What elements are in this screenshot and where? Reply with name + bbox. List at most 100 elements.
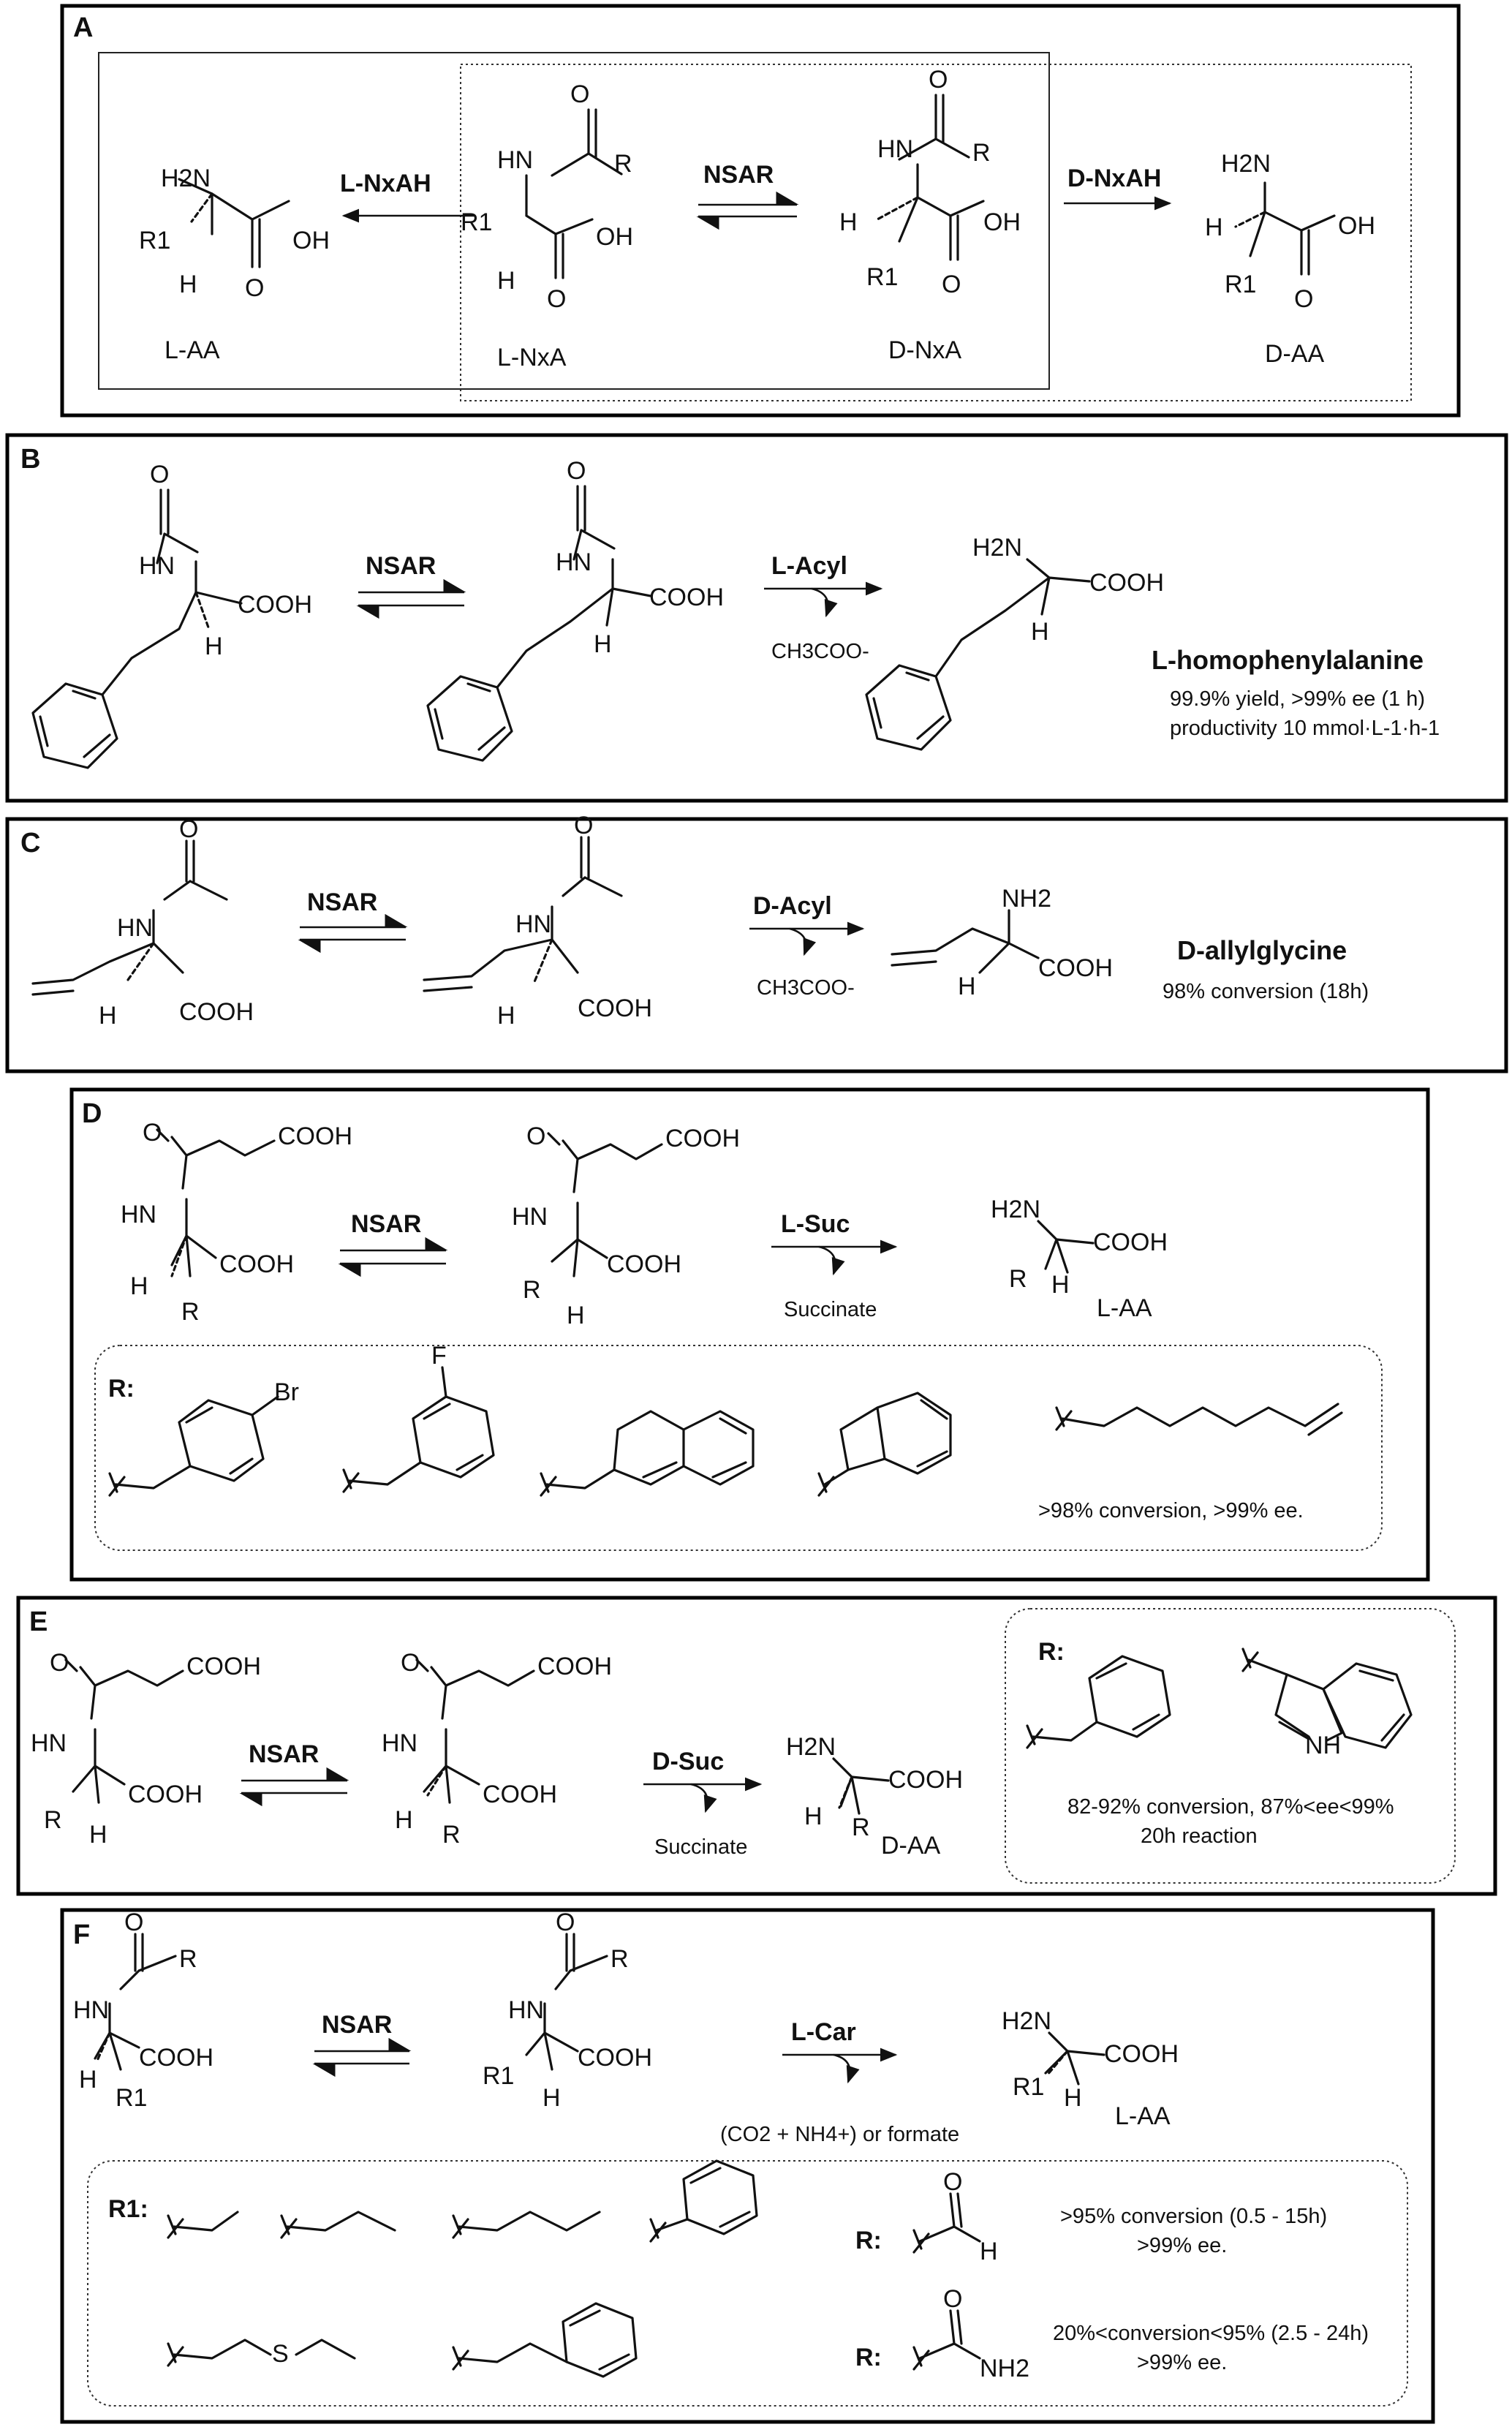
e-p-r: R	[852, 1813, 870, 1841]
l-nxa-r1: R1	[461, 208, 492, 236]
c-s1-h: H	[99, 1002, 117, 1030]
d-p-r: R	[1009, 1265, 1027, 1293]
enzyme-nsar-f: NSAR	[322, 2011, 392, 2039]
l-nxa-label: L-NxA	[497, 344, 567, 371]
f-r1-label: R1:	[108, 2195, 148, 2223]
d-s2-cooh: COOH	[607, 1250, 681, 1278]
e-indole-nh: NH	[1305, 1732, 1341, 1759]
l-aa-amine: H2N	[161, 165, 211, 192]
f-s2-hn: HN	[508, 1996, 544, 2024]
r1-propyl	[280, 2211, 396, 2239]
enzyme-l-car: L-Car	[791, 2018, 856, 2046]
r1-phenethyl	[452, 2302, 638, 2378]
f-s2-r1: R1	[483, 2062, 514, 2090]
panel-e-letter: E	[29, 1607, 48, 1637]
panel-a-frame	[60, 4, 1461, 418]
r-benzyl	[1026, 1655, 1171, 1749]
f-carbamoyl-nh2: NH2	[980, 2355, 1029, 2382]
c-s1-o: O	[179, 815, 198, 843]
panel-f: F O R HN COOH H R1 NSAR O R HN COOH R1 H…	[60, 1908, 1435, 2424]
l-nxa-o-top: O	[570, 80, 589, 108]
f-carbamoyl-o: O	[943, 2285, 962, 2313]
f-sulfur: S	[272, 2340, 289, 2368]
r1-ethyl	[167, 2211, 239, 2239]
e-p-cooh: COOH	[888, 1766, 963, 1794]
n-acetyl-d-homophenylalanine: HN O COOH H	[31, 461, 312, 769]
d-r-group-box	[94, 1345, 1383, 1551]
f-s2-o: O	[556, 1909, 575, 1936]
e-result-2: 20h reaction	[1141, 1824, 1258, 1848]
d-nxa-r: R	[972, 139, 991, 167]
panel-b-frame	[5, 433, 1508, 803]
d-nxa-hn: HN	[877, 135, 913, 163]
e-r-group-box	[1005, 1608, 1456, 1884]
l-aa-oh: OH	[292, 227, 330, 254]
r-2-naphthylmethyl	[540, 1410, 755, 1497]
f-result-1a: >95% conversion (0.5 - 15h)	[1060, 2205, 1327, 2228]
c-s2-cooh: COOH	[578, 994, 652, 1022]
d-allylglycine-structure: NH2 H COOH	[891, 885, 1113, 1000]
d-byproduct: Succinate	[784, 1298, 877, 1321]
enzyme-l-suc: L-Suc	[781, 1210, 850, 1238]
panel-c-frame	[5, 817, 1508, 1073]
panel-a-box-right	[460, 64, 1412, 401]
enzyme-d-acyl: D-Acyl	[753, 892, 832, 920]
d-p-h: H	[1051, 1271, 1070, 1299]
d-aa-r1: R1	[1225, 271, 1256, 298]
e-s1-r: R	[44, 1806, 62, 1834]
f-s1-h: H	[79, 2066, 97, 2094]
f-r-label-carbamoyl: R:	[855, 2344, 882, 2371]
enzyme-l-acyl: L-Acyl	[771, 552, 847, 580]
n-succinyl-l-aa-e: O COOH HN COOH H R	[382, 1649, 612, 1849]
d-aa-label: D-AA	[1265, 340, 1325, 368]
d-s1-r: R	[181, 1298, 200, 1326]
c-s1-cooh: COOH	[179, 998, 254, 1026]
d-nxa-label: D-NxA	[888, 336, 961, 364]
d-nxa-o: O	[942, 271, 961, 298]
enzyme-d-suc: D-Suc	[652, 1748, 724, 1775]
e-s1-hn: HN	[31, 1729, 67, 1757]
d-s1-hn: HN	[121, 1201, 156, 1228]
e-p-amine: H2N	[786, 1733, 836, 1761]
panel-a-letter: A	[73, 12, 93, 43]
l-car-byproduct-arrow	[833, 2053, 860, 2084]
enzyme-l-nxah: L-NxAH	[340, 170, 431, 197]
d-s1-cooh: COOH	[219, 1250, 294, 1278]
l-aa-product-f: H2N COOH R1 H L-AA	[1002, 2007, 1179, 2130]
l-nxa-o: O	[547, 285, 566, 313]
d-aa-o: O	[1294, 285, 1313, 313]
b-s2-h: H	[594, 630, 612, 658]
d-s2-o: O	[526, 1122, 545, 1150]
f-s1-cooh: COOH	[139, 2044, 213, 2072]
d-s1-o: O	[143, 1119, 162, 1147]
f-p-amine: H2N	[1002, 2007, 1051, 2035]
d-aa-product-e: H2N COOH H R D-AA	[786, 1733, 963, 1860]
b-s2-cooh: COOH	[649, 584, 724, 611]
enzyme-nsar-b: NSAR	[366, 552, 436, 580]
f-byproduct: (CO2 + NH4+) or formate	[720, 2123, 959, 2146]
f-p-label: L-AA	[1115, 2102, 1171, 2130]
n-succinyl-d-aa-e: O COOH HN COOH R H	[31, 1649, 261, 1849]
d-p-cooh: COOH	[1093, 1228, 1168, 1256]
f-formyl-h: H	[980, 2238, 998, 2265]
panel-d-frame	[69, 1087, 1430, 1582]
b-s2-hn: HN	[556, 548, 591, 576]
l-acyl-byproduct-arrow	[811, 587, 838, 618]
l-nxa-h: H	[497, 267, 515, 295]
e-s2-h: H	[395, 1806, 413, 1834]
d-result: >98% conversion, >99% ee.	[1038, 1499, 1304, 1522]
r-carbamoyl: O NH2	[912, 2285, 1029, 2382]
d-acyl-byproduct-arrow	[789, 927, 817, 956]
f-s1-hn: HN	[73, 1996, 109, 2024]
e-s2-r: R	[442, 1821, 461, 1849]
d-p-label: L-AA	[1097, 1294, 1152, 1322]
c-byproduct: CH3COO-	[757, 976, 855, 1000]
f-r-label-formyl: R:	[855, 2227, 882, 2254]
d-s1-h: H	[130, 1272, 148, 1300]
d-amino-acid-structure: H2N H R1 OH O D-AA	[1205, 150, 1375, 368]
enzyme-nsar-a: NSAR	[703, 161, 774, 189]
d-r-label: R:	[108, 1375, 135, 1403]
b-s1-o: O	[150, 461, 169, 488]
r-indol-3-ylmethyl: NH	[1241, 1647, 1413, 1759]
